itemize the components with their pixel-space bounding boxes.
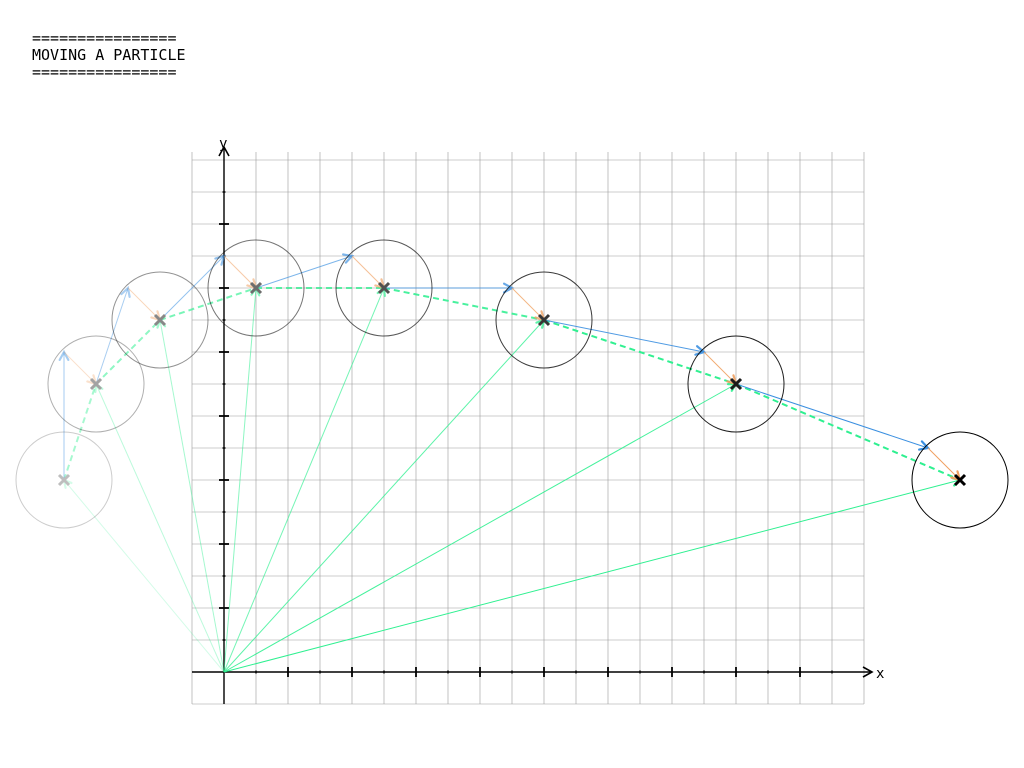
velocity-vector — [95, 287, 129, 385]
trajectory-segment — [159, 287, 257, 321]
acceleration-vector — [927, 447, 961, 481]
cross-icon — [537, 313, 551, 327]
particle-circle — [687, 335, 785, 433]
particle-circle — [911, 431, 1009, 529]
trajectory-segment — [735, 383, 961, 481]
title-text: MOVING A PARTICLE — [32, 46, 186, 64]
cross-icon — [953, 473, 967, 487]
position-vector — [223, 319, 545, 673]
position-vector — [63, 479, 225, 673]
position-vector — [223, 287, 385, 673]
velocity-vector-arrowhead — [58, 349, 70, 361]
acceleration-vector — [511, 287, 545, 321]
acceleration-vector — [223, 255, 257, 289]
position-vector — [223, 287, 257, 673]
x-axis-label: x — [876, 666, 884, 682]
cross-icon — [377, 281, 391, 295]
axes — [192, 145, 874, 704]
cross-icon — [89, 377, 103, 391]
trajectory-segment — [95, 319, 161, 385]
velocity-vector — [255, 255, 353, 289]
particle-circle — [335, 239, 433, 337]
position-vectors — [62, 285, 963, 673]
grid — [191, 152, 865, 705]
cross-icon — [729, 377, 743, 391]
velocity-vectors — [58, 253, 931, 480]
acceleration-vector — [63, 351, 97, 385]
acceleration-vectors — [63, 255, 962, 482]
velocity-vector-arrowhead — [503, 282, 515, 294]
title-rule-bottom: ================ — [32, 63, 177, 81]
particle-circle — [207, 239, 305, 337]
acceleration-vector — [351, 255, 385, 289]
velocity-vector — [735, 383, 929, 449]
acceleration-vector — [703, 351, 737, 385]
cross-icon — [249, 281, 263, 295]
velocity-vector-arrowhead — [58, 349, 70, 361]
title-rule-top: ================ — [32, 29, 177, 47]
position-vector — [159, 319, 225, 673]
particle-circle — [111, 271, 209, 369]
particle-circle — [495, 271, 593, 369]
trajectory-segment — [63, 383, 97, 481]
trajectory-segment — [543, 319, 737, 385]
page-title: ================ MOVING A PARTICLE =====… — [32, 30, 186, 81]
position-vector — [95, 383, 225, 673]
position-vector — [223, 479, 961, 673]
trajectory — [63, 287, 961, 481]
position-vector — [223, 383, 737, 673]
cross-icon — [57, 473, 71, 487]
velocity-vector — [543, 319, 705, 353]
y-axis-label: y — [219, 136, 227, 152]
acceleration-vector — [127, 287, 161, 321]
particle-circle — [47, 335, 145, 433]
particles — [15, 239, 1009, 529]
particle-circle — [15, 431, 113, 529]
velocity-vector-arrowhead — [120, 285, 131, 298]
trajectory-segment — [383, 287, 545, 321]
cross-icon — [153, 313, 167, 327]
